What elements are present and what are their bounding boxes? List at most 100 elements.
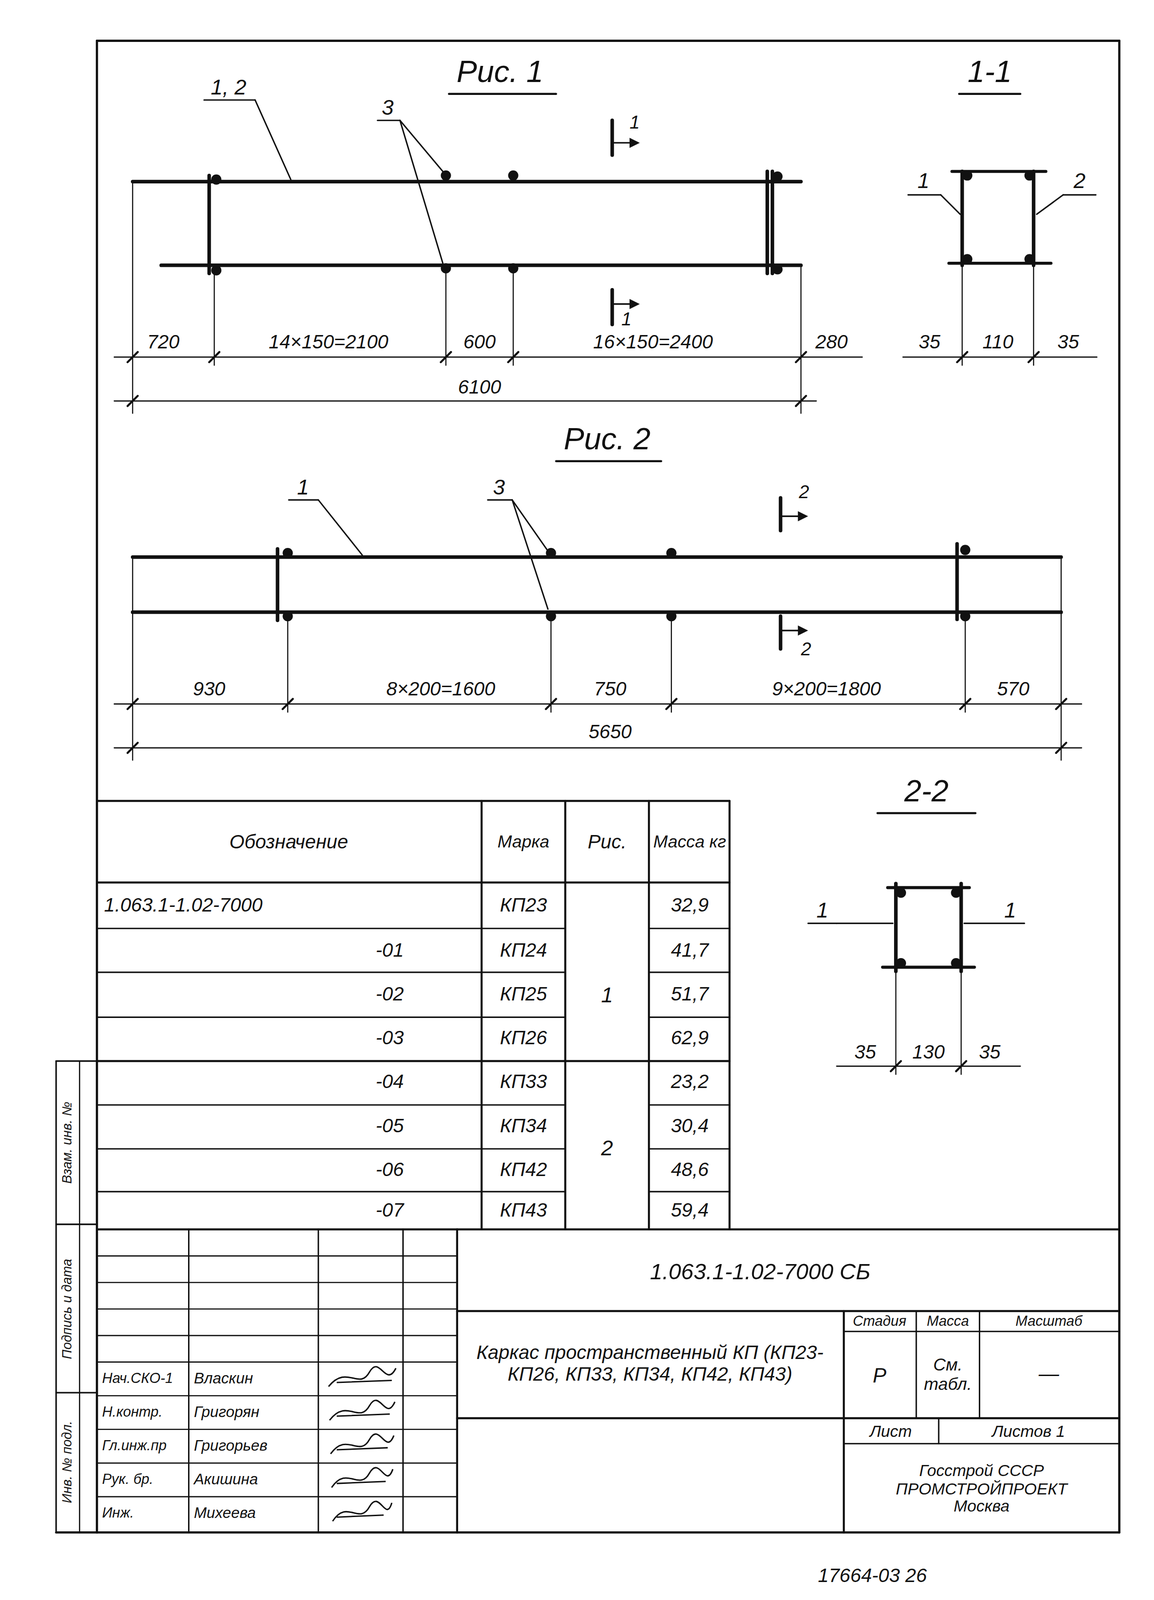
extension-line [132,183,134,414]
table-cell: КП33 [500,1071,548,1094]
title-block-line [96,1308,458,1310]
stirrup [207,175,212,274]
title-block-value: Р [872,1364,887,1387]
extension-line [1033,267,1035,366]
title-block-line [96,1255,458,1257]
section-mark [610,120,615,155]
dimension: 16×150=2400 [593,332,713,354]
table-header: Марка [497,833,550,853]
frame-line [56,1391,98,1394]
callout-number: 3 [381,95,394,119]
rebar [132,610,1062,615]
frame-line [1118,41,1121,1533]
title-block-text: Лист [869,1422,912,1441]
leader-line [964,922,1025,925]
leader-line [377,119,401,122]
table-cell: 59,4 [671,1200,709,1222]
role-name: Рук. бр. [101,1471,154,1488]
person-name: Акишина [194,1471,259,1489]
section-title: 2-2 [904,773,949,808]
table-line [648,1104,730,1106]
leader-line [1063,194,1096,196]
dimension-tick [127,395,138,407]
stirrup [765,171,770,274]
stirrup [1031,171,1036,266]
table-cell: КП43 [500,1200,548,1222]
leader-line [836,922,893,925]
table-cell: -01 [375,940,404,962]
table-cell: 23,2 [671,1071,709,1094]
dimension-tick [508,352,519,363]
frame-line [96,39,1119,42]
rebar-dot [950,887,961,898]
role-name: Н.контр. [101,1404,163,1420]
title-block-line [402,1229,404,1533]
extension-line [1060,559,1062,760]
leader-line [907,194,941,196]
dimension-tick [957,352,968,363]
leader-line [940,194,960,215]
person-name: Григорьев [194,1437,268,1455]
title-block-line [915,1311,918,1419]
leader-line [400,120,443,172]
title-underline [448,92,556,95]
leader-line [204,99,256,101]
leader-line [512,500,548,552]
signature [329,1400,395,1421]
table-header: Масса кг [653,833,727,853]
extension-line [964,620,966,713]
title-block-line [978,1311,981,1419]
dimension: 130 [912,1042,945,1064]
dimension-tick [282,699,293,710]
stamp-text: Взам. инв. № [59,1101,75,1184]
dimension-tick [955,1061,966,1072]
frame-line [55,1061,57,1533]
dimension-tick [127,742,138,754]
table-line [648,971,730,973]
callout-number: 2 [1073,168,1086,193]
table-cell: 62,9 [671,1028,709,1050]
rebar-dot [440,170,451,181]
callout-number: 1 [917,168,930,193]
title-block-header: Стадия [852,1313,907,1330]
extension-line [550,620,552,713]
dimension-tick [1055,699,1066,710]
table-cell: 1 [600,983,613,1007]
rebar-dot [211,265,222,276]
dimension-tick [127,352,138,363]
extension-line [960,973,962,1075]
title-block-line [843,1330,1120,1333]
leader-line [512,500,548,610]
rebar-dot [508,170,519,181]
dimension: 5650 [588,722,632,744]
section-arrowhead [629,299,640,310]
dimension-line [114,747,1082,749]
callout-number: 1, 2 [210,75,247,99]
rebar-dot [772,171,783,182]
leader-line [288,499,319,501]
dimension-tick [209,352,220,363]
document-title: Каркас пространственный КП (КП23-КП26, К… [463,1342,837,1386]
rebar-dot [959,544,971,555]
stirrup [955,543,960,620]
frame-line [56,1060,98,1062]
title-block-line [317,1229,319,1533]
table-cell: 51,7 [671,983,709,1006]
leader-line [807,922,837,925]
organization: Госстрой СССР ПРОМСТРОЙПРОЕКТ Москва [889,1461,1074,1516]
section-mark [778,616,783,649]
section-arrowhead [797,511,808,522]
rebar-dot [962,170,973,181]
frame-line [78,1061,81,1533]
table-cell: 48,6 [671,1159,709,1181]
callout-number: 1 [297,474,310,499]
table-line [728,800,731,1230]
dimension: 110 [982,332,1014,354]
title-block-line [96,1395,458,1397]
extension-line [961,267,963,366]
rebar-dot [282,547,293,559]
title-block-line [188,1229,190,1533]
table-cell: КП25 [500,983,548,1006]
dimension: 9×200=1800 [771,679,881,701]
extension-line [445,273,447,366]
